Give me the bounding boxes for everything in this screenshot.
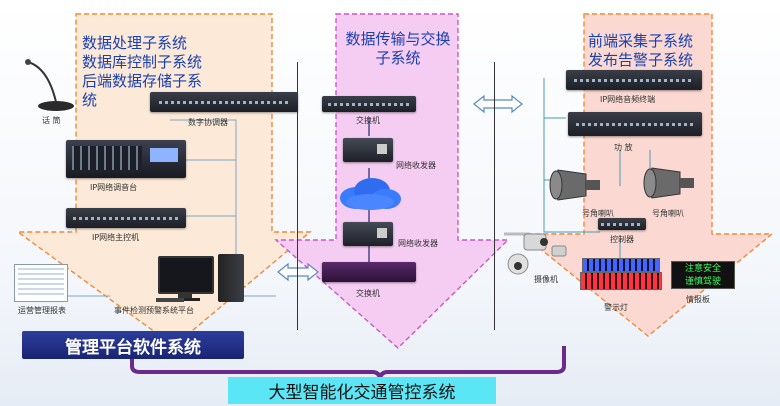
horn-right-label: 号角喇叭 [652, 209, 684, 218]
exchange-arrow-upper [473, 94, 523, 114]
transceiver-bottom-label: 网络收发器 [398, 239, 438, 248]
microphone-icon [18, 58, 78, 114]
switch-bottom-device [322, 262, 416, 282]
system-banner: 大型智能化交通管控系统 [228, 377, 496, 404]
transceiver-top-device [343, 138, 393, 162]
ip-host-label: IP网络主控机 [92, 233, 140, 242]
camera-label: 摄像机 [534, 275, 558, 284]
exchange-arrow-lower [277, 262, 319, 282]
camera-icon [500, 226, 572, 276]
horn-left-icon [546, 168, 604, 202]
left-title-line-1: 数据处理子系统 [82, 34, 188, 52]
warning-light-top [582, 258, 660, 272]
right-title-line-1: 前端采集子系统 [588, 32, 694, 50]
ip-console-label: IP网络调音台 [90, 183, 138, 192]
warning-light-device [580, 272, 662, 290]
controller-label: 控制器 [610, 235, 634, 244]
warning-light-label: 警示灯 [604, 303, 628, 312]
switch-top-device [322, 96, 416, 112]
center-panel-title: 数据传输与交换 子系统 [338, 30, 458, 68]
info-board-line-1: 注意安全 [684, 264, 721, 274]
switch-top-label: 交换机 [356, 116, 380, 125]
horn-left-label: 号角喇叭 [582, 209, 614, 218]
info-board-device: 注意安全 谨慎驾驶 [671, 261, 735, 289]
event-platform-computer [156, 254, 248, 304]
platform-banner: 管理平台软件系统 [22, 331, 244, 359]
controller-device [598, 218, 646, 230]
left-title-line-2: 数据库控制子系统 [82, 53, 203, 71]
transceiver-bottom-device [343, 222, 393, 246]
amplifier-device [568, 112, 702, 136]
center-title-line-2: 子系统 [375, 49, 421, 67]
info-board-line-2: 谨慎驾驶 [684, 277, 721, 287]
network-cloud-icon [336, 176, 404, 212]
right-title-line-2: 发布告警子系统 [588, 51, 694, 69]
ops-report-screen [14, 264, 68, 302]
divider-left [297, 62, 298, 330]
event-platform-label: 事件检测预警系统平台 [114, 306, 194, 315]
amplifier-label: 功 放 [614, 143, 633, 152]
horn-right-icon [640, 166, 698, 200]
ip-host-device [66, 208, 186, 228]
divider-right [494, 62, 495, 330]
digital-coordinator-label: 数字协调器 [188, 118, 228, 127]
center-title-line-1: 数据传输与交换 [345, 30, 451, 48]
transceiver-top-label: 网络收发器 [396, 161, 436, 170]
ip-console-device [66, 140, 186, 178]
left-panel-title: 数据处理子系统 数据库控制子系统 后端数据存储子系统 [82, 34, 212, 110]
mic-label: 话 筒 [42, 116, 61, 125]
ip-audio-terminal-device [566, 70, 702, 90]
info-board-label: 情报板 [686, 295, 710, 304]
right-panel-title: 前端采集子系统 发布告警子系统 [588, 32, 728, 70]
ip-audio-terminal-label: IP网络音频终端 [600, 95, 656, 104]
left-title-line-3: 后端数据存储子系统 [82, 72, 203, 109]
ops-report-label: 运营管理报表 [18, 306, 66, 315]
digital-coordinator-device [150, 92, 298, 112]
switch-bottom-label: 交换机 [356, 289, 380, 298]
